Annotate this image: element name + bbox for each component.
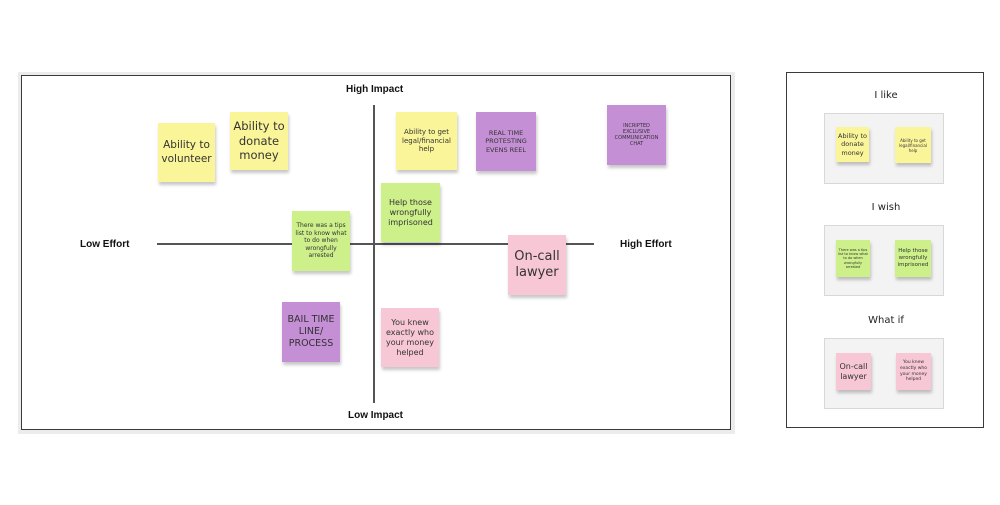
mini-note-donate-money[interactable]: Ability to donate money	[836, 127, 869, 162]
mini-note-legal-help[interactable]: Ability to get legal/financial help	[895, 127, 931, 163]
impact-axis	[373, 105, 375, 403]
section-what-if[interactable]: On-call lawyer You knew exactly who your…	[824, 338, 944, 409]
section-title-i-like: I like	[874, 90, 898, 101]
matrix-board[interactable]: High Impact Low Impact Low Effort High E…	[21, 75, 731, 430]
mini-note-tips-list[interactable]: There was a tips list to know what to do…	[836, 240, 870, 277]
mini-note-help-imprisoned[interactable]: Help those wrongfully imprisoned	[895, 240, 931, 277]
sticky-note-money-helped[interactable]: You knew exactly who your money helped	[381, 308, 439, 367]
section-title-i-wish: I wish	[871, 202, 901, 213]
sticky-note-ability-to-volunteer[interactable]: Ability to volunteer	[158, 123, 215, 182]
sticky-note-ability-to-donate-money[interactable]: Ability to donate money	[230, 112, 288, 170]
mini-note-on-call-lawyer[interactable]: On-call lawyer	[836, 353, 871, 390]
axis-label-high-impact: High Impact	[346, 84, 404, 95]
sticky-note-tips-list[interactable]: There was a tips list to know what to do…	[292, 211, 350, 271]
section-title-what-if: What if	[868, 315, 904, 326]
axis-label-low-impact: Low Impact	[348, 410, 404, 421]
axis-label-low-effort: Low Effort	[80, 239, 130, 250]
sticky-note-real-time-protesting[interactable]: REAL TIME PROTESTING EVENS REEL	[476, 112, 536, 171]
sticky-note-on-call-lawyer[interactable]: On-call lawyer	[508, 235, 566, 295]
sticky-note-bail-time-line[interactable]: BAIL TIME LINE/ PROCESS	[282, 302, 340, 362]
summary-board[interactable]: I like Ability to donate money Ability t…	[786, 72, 984, 428]
sticky-note-help-wrongfully-imprisoned[interactable]: Help those wrongfully imprisoned	[381, 183, 440, 242]
section-i-like[interactable]: Ability to donate money Ability to get l…	[824, 113, 944, 184]
mini-note-money-helped[interactable]: You knew exactly who your money helped	[896, 353, 931, 390]
section-i-wish[interactable]: There was a tips list to know what to do…	[824, 225, 944, 296]
axis-label-high-effort: High Effort	[620, 239, 672, 250]
effort-axis	[157, 243, 594, 245]
sticky-note-incripted-chat[interactable]: INCRIPTED EXCLUSIVE COMMUNICATION CHAT	[607, 105, 666, 165]
sticky-note-ability-legal-help[interactable]: Ability to get legal/financial help	[396, 112, 457, 170]
